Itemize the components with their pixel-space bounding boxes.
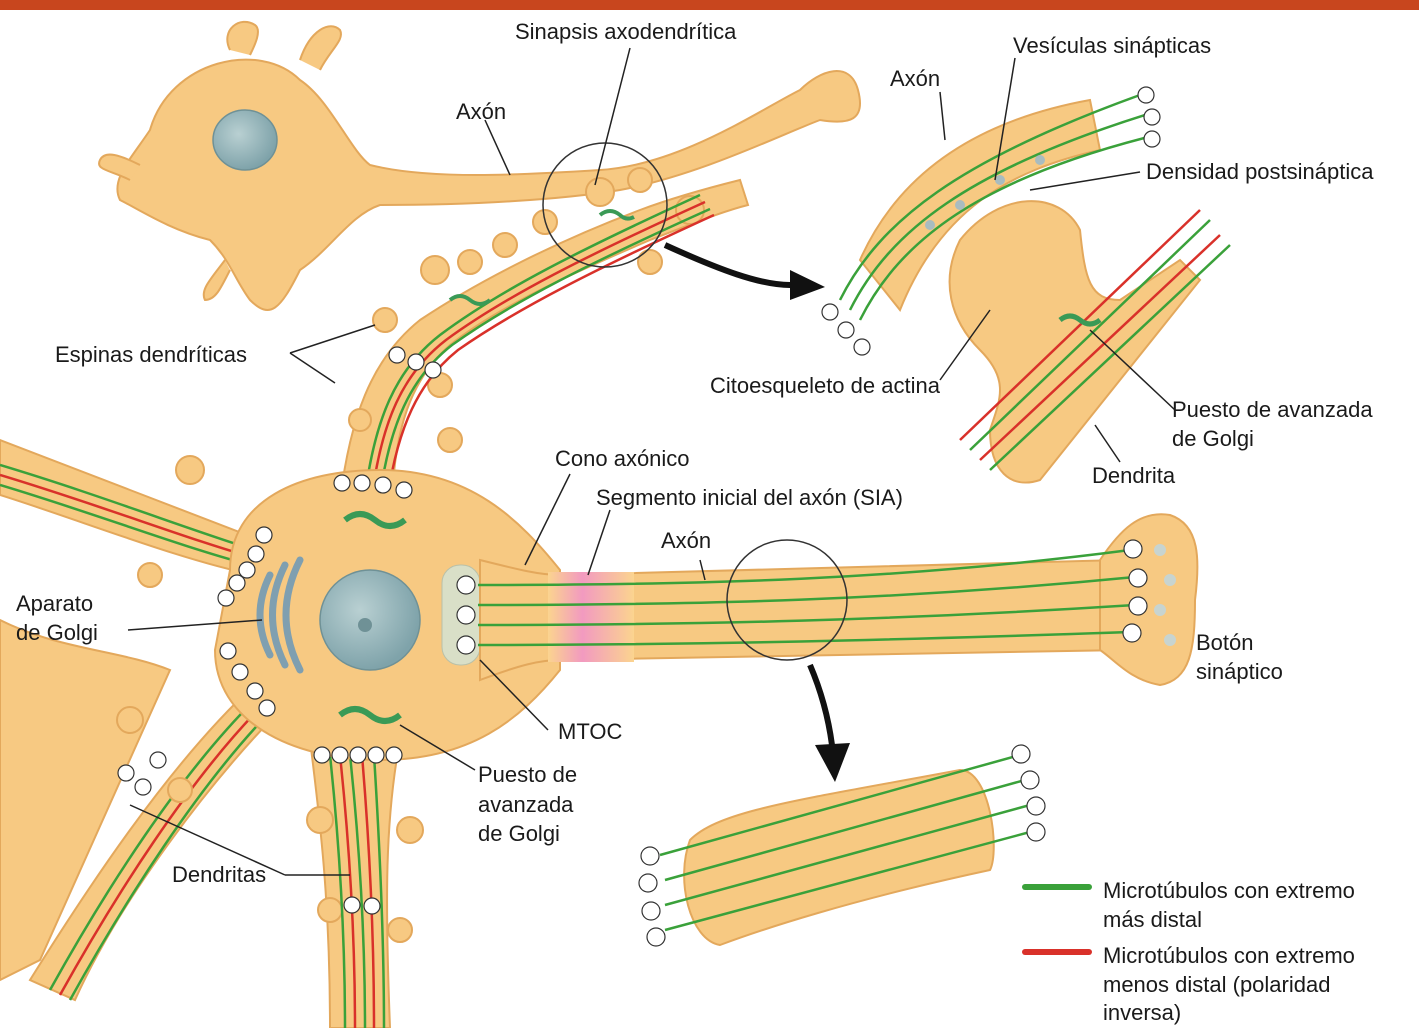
label-dendrita: Dendrita bbox=[1092, 461, 1175, 490]
label-aparato-1: Aparato bbox=[16, 589, 93, 618]
label-puesto-3: de Golgi bbox=[478, 819, 560, 848]
label-densidad-postsinaptica: Densidad postsináptica bbox=[1146, 157, 1373, 186]
label-puesto-2: avanzada bbox=[478, 790, 573, 819]
label-cono-axonico: Cono axónico bbox=[555, 444, 690, 473]
label-axon-inset: Axón bbox=[890, 64, 940, 93]
label-boton-1: Botón bbox=[1196, 628, 1254, 657]
legend-red-swatch bbox=[1022, 949, 1092, 955]
zoom-arrows bbox=[665, 245, 850, 782]
label-segmento-inicial: Segmento inicial del axón (SIA) bbox=[596, 483, 903, 512]
label-axon-top: Axón bbox=[456, 97, 506, 126]
axon-inset bbox=[660, 755, 1030, 945]
legend-red-line-3: inversa) bbox=[1103, 998, 1181, 1027]
main-axon bbox=[478, 514, 1197, 685]
label-mtoc: MTOC bbox=[558, 717, 622, 746]
legend-red-line-1: Microtúbulos con extremo bbox=[1103, 941, 1355, 970]
label-vesiculas-sinapticas: Vesículas sinápticas bbox=[1013, 31, 1211, 60]
label-puesto-1: Puesto de bbox=[478, 760, 577, 789]
top-neuron-nucleus bbox=[213, 110, 277, 170]
legend-green-line-1: Microtúbulos con extremo bbox=[1103, 876, 1355, 905]
label-axon-main: Axón bbox=[661, 526, 711, 555]
main-nucleus bbox=[320, 570, 420, 670]
label-sinapsis-axodendritica: Sinapsis axodendrítica bbox=[515, 17, 736, 46]
label-espinas-dendriticas: Espinas dendríticas bbox=[55, 340, 247, 369]
label-citoesqueleto: Citoesqueleto de actina bbox=[710, 371, 940, 400]
lower-dendrite bbox=[307, 740, 423, 1028]
label-aparato-2: de Golgi bbox=[16, 618, 98, 647]
label-puesto-inset-1: Puesto de avanzada bbox=[1172, 395, 1373, 424]
legend-red-line-2: menos distal (polaridad bbox=[1103, 970, 1330, 999]
label-boton-2: sináptico bbox=[1196, 657, 1283, 686]
legend-green-swatch bbox=[1022, 884, 1092, 890]
legend-green-line-2: más distal bbox=[1103, 905, 1202, 934]
label-puesto-inset-2: de Golgi bbox=[1172, 424, 1254, 453]
label-dendritas: Dendritas bbox=[172, 860, 266, 889]
synaptic-bouton bbox=[1100, 514, 1197, 685]
